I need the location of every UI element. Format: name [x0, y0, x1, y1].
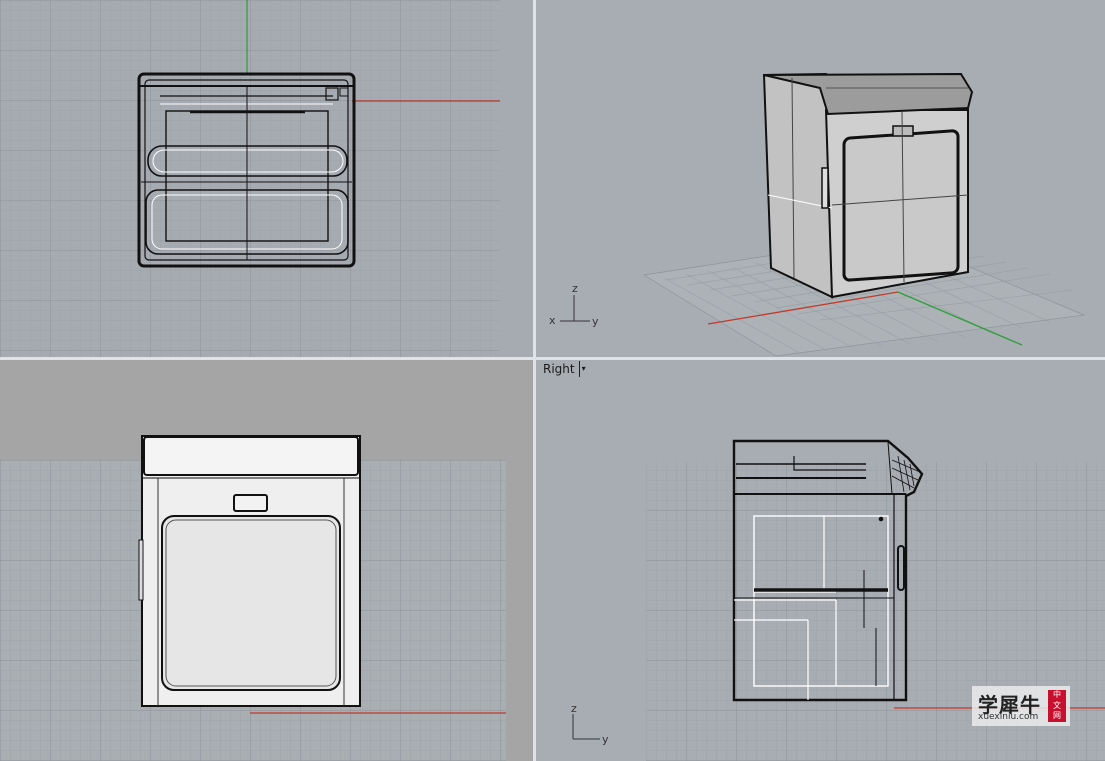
- viewport-title-right[interactable]: Right ▾: [540, 361, 589, 377]
- watermark-logo: 学犀牛 xuexiniu.com 中 文 网: [972, 686, 1070, 726]
- dryer-front-shaded: [138, 435, 361, 707]
- badge-char: 中: [1053, 690, 1061, 699]
- badge-char: 文: [1053, 700, 1061, 710]
- watermark-main-text: 学犀牛: [978, 693, 1041, 717]
- viewport-name: Right: [543, 362, 575, 376]
- dryer-top-wireframe: [137, 72, 356, 268]
- dryer-right-wireframe: [732, 439, 924, 702]
- construction-grid: [0, 0, 500, 357]
- viewport-divider-horizontal[interactable]: [0, 357, 1105, 360]
- viewport-perspective[interactable]: z y x: [536, 0, 1105, 357]
- axis-triad: z y: [571, 702, 609, 746]
- front-view-canvas: [0, 435, 506, 761]
- top-view-canvas: [0, 0, 500, 357]
- axis-x-label: x: [549, 314, 556, 327]
- axis-y-label: y: [602, 733, 609, 746]
- x-axis-line: [707, 291, 899, 325]
- viewport-top[interactable]: [0, 0, 533, 357]
- perspective-view-canvas: z y x: [549, 72, 1086, 357]
- axis-y-label: y: [592, 315, 599, 328]
- axis-z-label: z: [572, 282, 578, 295]
- y-axis-line: [897, 291, 1023, 346]
- watermark-url: xuexiniu.com: [978, 712, 1039, 722]
- badge-char: 网: [1053, 711, 1061, 720]
- viewport-menu-caret-icon[interactable]: ▾: [578, 361, 586, 377]
- axis-triad: z y x: [549, 282, 599, 328]
- dryer-3d-model: [762, 72, 974, 299]
- watermark-badge: 中 文 网: [1048, 690, 1066, 722]
- viewport-divider-vertical[interactable]: [533, 0, 536, 761]
- viewport-front[interactable]: [0, 360, 533, 761]
- axis-z-label: z: [571, 702, 577, 715]
